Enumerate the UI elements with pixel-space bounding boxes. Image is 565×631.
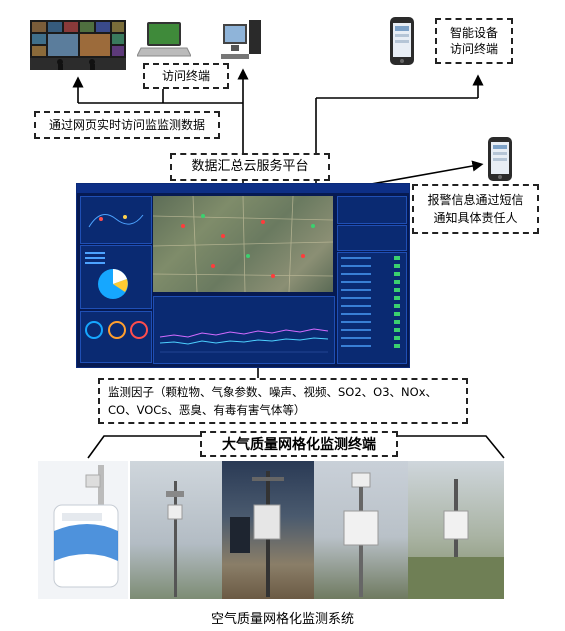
dashboard-panel-map-mini	[80, 196, 152, 244]
dashboard-panel-list	[337, 252, 407, 364]
grid-terminal-title: 大气质量网格化监测终端	[200, 431, 398, 457]
laptop-icon	[136, 20, 192, 60]
monitoring-factors-line2: CO、VOCs、恶臭、有毒有害气体等）	[108, 403, 306, 417]
system-caption: 空气质量网格化监测系统	[210, 612, 354, 627]
access-terminal-label: 访问终端	[143, 63, 229, 89]
dashboard-topbar	[77, 184, 409, 193]
monitoring-station-icon	[130, 461, 222, 599]
dashboard-map	[152, 195, 334, 293]
smart-device-label: 智能设备 访问终端	[435, 18, 513, 64]
monitoring-factors-label: 监测因子（颗粒物、气象参数、噪声、视频、SO2、O3、NOx、 CO、VOCs、…	[98, 378, 468, 424]
monitoring-station-icon	[222, 461, 314, 599]
web-access-label: 通过网页实时访问监监测数据	[34, 111, 220, 139]
monitoring-dashboard	[76, 183, 410, 368]
smartphone-icon	[386, 16, 418, 66]
alarm-sms-label: 报警信息通过短信 通知具体责任人	[412, 184, 539, 234]
monitoring-station-icon	[314, 461, 408, 599]
desktop-computer-icon	[221, 18, 265, 62]
monitoring-station-icon	[38, 461, 128, 599]
cloud-platform-label: 数据汇总云服务平台	[170, 153, 330, 181]
monitoring-station-icon	[408, 461, 504, 599]
dashboard-panel-stats	[337, 196, 407, 224]
dashboard-panel-table	[337, 225, 407, 251]
dashboard-panel-pie	[80, 245, 152, 309]
video-wall-icon	[30, 20, 126, 70]
dashboard-panel-gauges	[80, 311, 152, 363]
dashboard-trend-chart	[153, 296, 335, 364]
smartphone-alert-icon	[484, 136, 516, 186]
monitoring-factors-line1: 监测因子（颗粒物、气象参数、噪声、视频、SO2、O3、NOx、	[108, 385, 437, 399]
